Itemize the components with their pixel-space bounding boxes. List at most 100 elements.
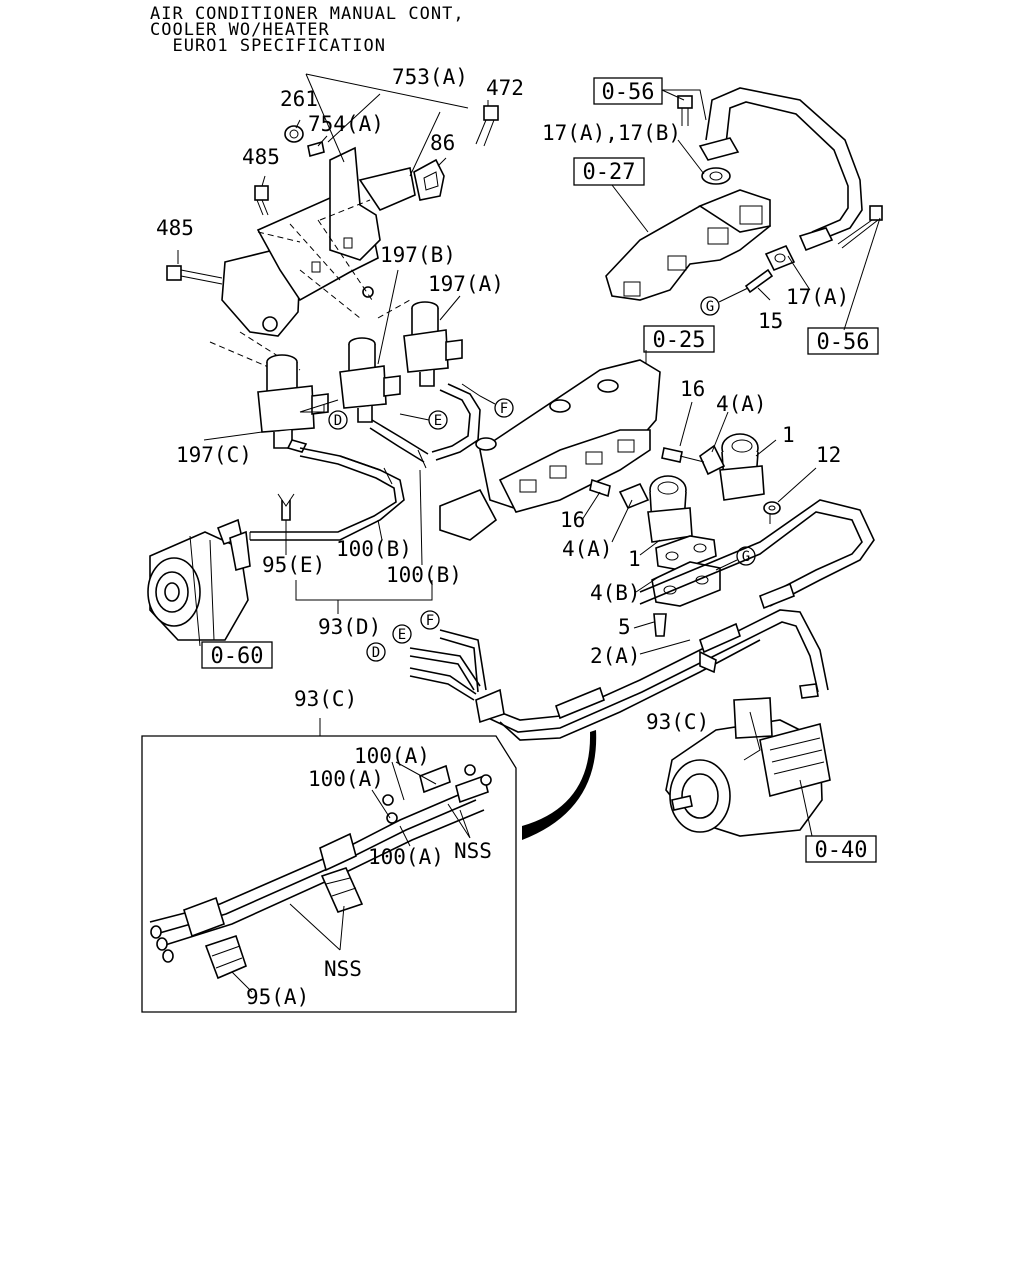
label-1-mid: 1	[628, 547, 641, 571]
label-197c: 197(C)	[176, 443, 252, 467]
svg-text:G: G	[742, 549, 750, 565]
connector-95e	[277, 493, 295, 521]
detail-box	[141, 718, 597, 1013]
svg-text:0-25: 0-25	[653, 328, 706, 353]
gasket-17a-lower	[764, 244, 796, 272]
gasket-4a-lower	[618, 482, 650, 510]
title-line-3: EURO1 SPECIFICATION	[150, 36, 386, 56]
label-100a-1: 100(A)	[354, 744, 430, 768]
svg-text:0-40: 0-40	[815, 838, 868, 863]
label-2a: 2(A)	[590, 644, 641, 668]
label-4a-top: 4(A)	[716, 392, 767, 416]
stud-16-lower	[589, 478, 611, 498]
svg-text:0-27: 0-27	[583, 160, 636, 185]
ref-box-027: 0-27	[573, 157, 645, 186]
gasket-4b	[655, 535, 717, 571]
detail-leaders	[231, 761, 471, 993]
label-17a: 17(A)	[786, 285, 849, 309]
bolt-056-right	[837, 205, 883, 249]
label-485-left: 485	[156, 216, 194, 240]
label-100b-1: 100(B)	[336, 537, 412, 561]
solenoid-valve-197c	[257, 354, 329, 453]
egr-valve-1-upper	[719, 433, 765, 501]
svg-text:G: G	[706, 299, 714, 315]
marker-f-lower: F	[420, 610, 440, 630]
title-line-2: COOLER WO/HEATER	[150, 20, 330, 40]
label-4a-mid: 4(A)	[562, 537, 613, 561]
label-86: 86	[430, 131, 455, 155]
label-93c-detail: 93(C)	[294, 687, 357, 711]
marker-g-top: G	[700, 287, 749, 316]
detail-clip-95a	[204, 934, 247, 980]
egr-pipe-upper	[698, 87, 863, 252]
alternator	[147, 518, 251, 647]
gasket-17	[701, 167, 731, 185]
label-5: 5	[618, 615, 631, 639]
bolt-485-left	[166, 265, 223, 285]
label-485-top: 485	[242, 145, 280, 169]
intake-manifold-025	[439, 359, 661, 541]
marker-g-mid: G	[715, 546, 756, 571]
pin-754a	[307, 140, 325, 158]
label-nss-2: NSS	[324, 957, 362, 981]
marker-d-upper: D	[328, 410, 348, 430]
svg-text:F: F	[426, 613, 434, 629]
svg-text:0-56: 0-56	[817, 330, 870, 355]
label-197b: 197(B)	[380, 243, 456, 267]
vacuum-hoses	[249, 383, 481, 541]
solenoid-valve-197a	[403, 301, 463, 387]
stud-16-upper	[661, 447, 705, 463]
ref-box-056-top: 0-56	[593, 77, 663, 105]
gasket-4a-upper	[699, 444, 726, 476]
label-nss-1: NSS	[454, 839, 492, 863]
label-16-top: 16	[680, 377, 705, 401]
marker-e-upper: E	[399, 410, 448, 430]
label-100b-2: 100(B)	[386, 563, 462, 587]
label-16-mid: 16	[560, 508, 585, 532]
label-95a: 95(A)	[246, 985, 309, 1009]
ref-box-060: 0-60	[201, 641, 273, 669]
label-93c-right: 93(C)	[646, 710, 709, 734]
marker-e-lower: E	[392, 624, 412, 644]
hose-leaders	[203, 399, 433, 614]
label-753a: 753(A)	[392, 65, 468, 89]
label-1-top: 1	[782, 423, 795, 447]
label-95e: 95(E)	[262, 553, 325, 577]
label-93d: 93(D)	[318, 615, 381, 639]
bolt-485-top	[254, 185, 269, 216]
label-100a-2: 100(A)	[308, 767, 384, 791]
nut-261	[284, 125, 304, 143]
detail-clip-upper	[320, 867, 364, 913]
bracket-assembly	[221, 146, 416, 337]
ref-box-056-bottom: 0-56	[807, 327, 879, 355]
label-754a: 754(A)	[308, 112, 384, 136]
nut-12	[763, 501, 781, 515]
marker-f-upper: F	[461, 383, 514, 418]
ref-box-040: 0-40	[805, 835, 877, 863]
main-hose-93c	[475, 499, 875, 741]
label-261: 261	[280, 87, 318, 111]
stud-15	[744, 268, 774, 294]
label-100a-3: 100(A)	[368, 845, 444, 869]
label-197a: 197(A)	[428, 272, 504, 296]
label-472: 472	[486, 76, 524, 100]
title-line-1: AIR CONDITIONER MANUAL CONT,	[150, 4, 465, 24]
svg-text:0-56: 0-56	[602, 80, 655, 105]
bolt-472	[475, 105, 499, 147]
svg-text:E: E	[434, 413, 442, 429]
egr-leaders	[581, 401, 817, 655]
ref-box-025: 0-25	[643, 325, 715, 353]
svg-text:D: D	[334, 413, 342, 429]
svg-text:F: F	[500, 401, 508, 417]
label-4b: 4(B)	[590, 581, 641, 605]
clip-86	[413, 158, 445, 201]
egr-valve-1-lower	[647, 475, 693, 543]
exhaust-manifold-027	[605, 189, 771, 301]
svg-text:D: D	[372, 645, 380, 661]
solenoid-valve-197b	[339, 337, 401, 423]
label-12: 12	[816, 443, 841, 467]
bracket-leaders	[177, 73, 489, 365]
hose-ends-def	[409, 629, 487, 701]
svg-text:0-60: 0-60	[211, 644, 264, 669]
bolt-5	[653, 613, 667, 637]
